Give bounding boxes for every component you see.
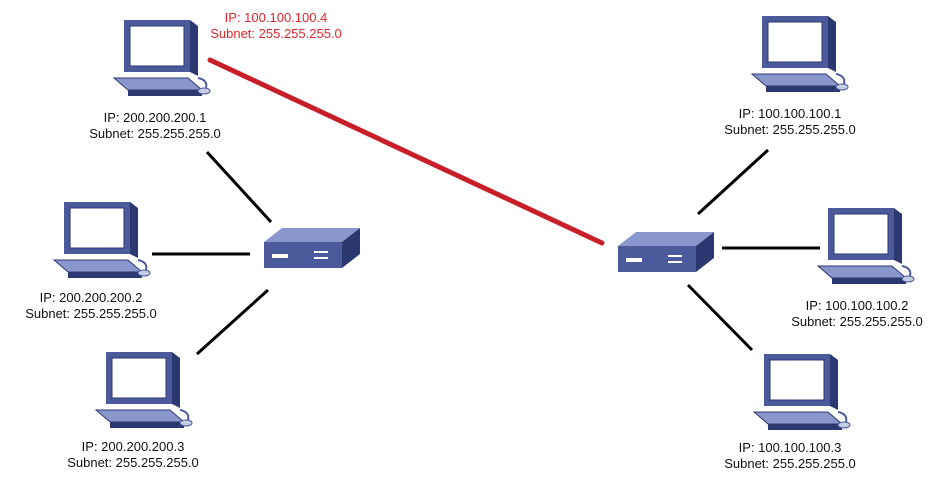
link-pc4-hub-right [696,148,770,216]
ip-text: IP: 200.200.200.1 [103,110,207,125]
ip-text: IP: 100.100.100.1 [738,106,842,121]
hub-icon-right [618,232,714,272]
computer-icon [52,202,151,278]
hub-icon-left [264,228,360,268]
ip-text: IP: 100.100.100.2 [805,298,909,313]
subnet-text: Subnet: 255.255.255.0 [89,126,221,141]
computer-icon [752,354,851,430]
host-label-4: IP: 100.100.100.1 Subnet: 255.255.255.0 [724,106,856,138]
computer-icon [112,20,211,96]
computer-icon [94,352,193,428]
computer-icon [816,208,915,284]
host-label-2: IP: 200.200.200.2 Subnet: 255.255.255.0 [25,290,157,322]
subnet-text: Subnet: 255.255.255.0 [67,455,199,470]
host-label-6: IP: 100.100.100.3 Subnet: 255.255.255.0 [724,440,856,472]
highlight-interface-label: IP: 100.100.100.4 Subnet: 255.255.255.0 [210,10,342,42]
subnet-text: Subnet: 255.255.255.0 [724,122,856,137]
highlight-link-pc1-hub-right [207,57,605,246]
link-pc3-hub-left [195,288,270,356]
subnet-text: Subnet: 255.255.255.0 [25,306,157,321]
subnet-text: Subnet: 255.255.255.0 [724,456,856,471]
ip-text: IP: 200.200.200.2 [39,290,143,305]
link-pc6-hub-right [686,283,754,352]
ip-text: IP: 200.200.200.3 [81,439,185,454]
host-label-5: IP: 100.100.100.2 Subnet: 255.255.255.0 [791,298,923,330]
subnet-text: Subnet: 255.255.255.0 [210,26,342,41]
host-label-3: IP: 200.200.200.3 Subnet: 255.255.255.0 [67,439,199,471]
computer-icon [750,16,849,92]
host-label-1: IP: 200.200.200.1 Subnet: 255.255.255.0 [89,110,221,142]
link-pc1-hub-left [205,150,273,224]
ip-text: IP: 100.100.100.3 [738,440,842,455]
subnet-text: Subnet: 255.255.255.0 [791,314,923,329]
ip-text: IP: 100.100.100.4 [224,10,328,25]
